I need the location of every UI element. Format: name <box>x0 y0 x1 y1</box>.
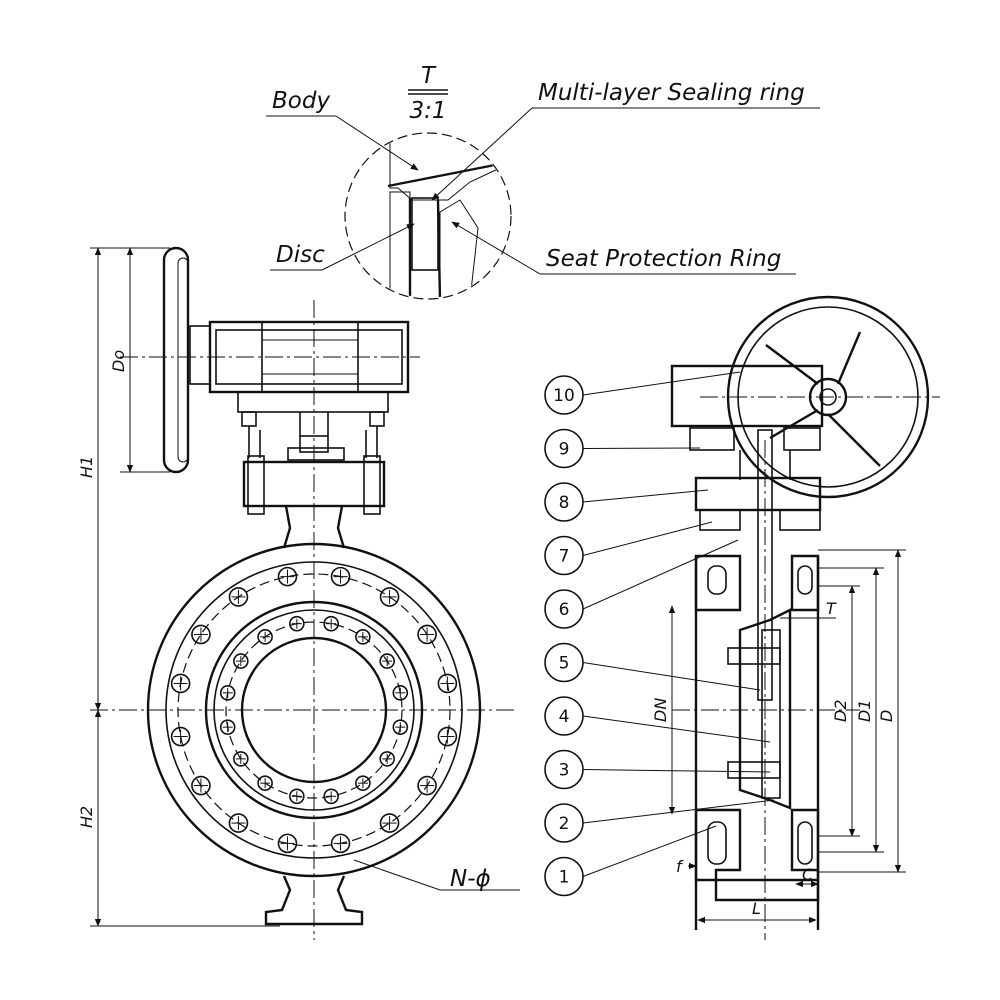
bolt-hole <box>277 566 298 587</box>
detail-title: T <box>421 63 437 89</box>
bolt-hole <box>233 751 249 767</box>
label-sealing-ring: Multi-layer Sealing ring <box>538 80 805 106</box>
bolt-hole <box>257 629 273 645</box>
dim-dn: DN <box>651 698 670 722</box>
bolt-hole <box>437 726 458 747</box>
dim-d1: D1 <box>855 700 874 723</box>
front-view: N-ϕ Do H1 H2 <box>77 246 520 940</box>
dim-c: C <box>802 865 814 884</box>
valve-body-outer <box>146 542 482 878</box>
part-number: 4 <box>559 707 570 727</box>
valve-bore <box>240 636 388 784</box>
valve-body-inner-flange <box>204 600 424 820</box>
bolt-hole <box>323 615 339 632</box>
part-number: 7 <box>559 547 570 567</box>
bolt-hole <box>219 685 236 701</box>
dim-f: f <box>676 857 684 876</box>
bolt-hole <box>233 653 249 669</box>
label-bolt-holes: N-ϕ <box>450 866 491 892</box>
disc-side <box>738 608 792 810</box>
bolt-hole <box>191 775 211 796</box>
part-number: 1 <box>559 868 570 888</box>
bolt-hole <box>379 751 395 767</box>
bolt-hole <box>379 587 400 607</box>
detail-scale: 3:1 <box>409 98 446 124</box>
bolt-hole <box>277 833 298 854</box>
part-number: 10 <box>553 386 575 406</box>
part-number: 3 <box>559 761 570 781</box>
bolt-hole <box>379 813 400 833</box>
bolt-hole <box>228 587 249 607</box>
handwheel-front <box>162 246 190 474</box>
bolt-hole <box>355 629 371 645</box>
bolt-hole <box>392 685 409 701</box>
bolt-hole <box>437 673 458 694</box>
dim-d2: D2 <box>831 700 850 723</box>
part-number: 8 <box>559 493 570 513</box>
bolt-hole <box>379 653 395 669</box>
bolt-hole <box>228 813 249 833</box>
side-view: T DN D2 D1 D L f C 10 9 8 7 6 5 4 3 2 1 <box>544 295 940 940</box>
bolt-hole <box>355 775 371 791</box>
bolt-hole <box>289 788 305 805</box>
part-number: 6 <box>559 600 570 620</box>
dim-h1: H1 <box>77 456 96 478</box>
part-number: 2 <box>559 814 570 834</box>
inner-bolt-holes <box>219 615 409 805</box>
dim-h2: H2 <box>77 806 96 828</box>
dim-d: D <box>877 710 896 722</box>
section-mark-t: T <box>826 599 837 618</box>
bolt-hole <box>330 566 351 587</box>
bolt-hole <box>417 775 437 796</box>
label-disc: Disc <box>276 242 325 268</box>
sealing-ring-section <box>411 197 439 271</box>
bolt-hole <box>170 673 191 694</box>
bolt-hole <box>289 615 305 632</box>
part-balloons: 10 9 8 7 6 5 4 3 2 1 <box>544 371 775 897</box>
bolt-hole <box>417 624 437 645</box>
part-number: 5 <box>559 654 570 674</box>
label-body: Body <box>272 88 330 114</box>
bolt-hole <box>323 788 339 805</box>
label-seat-protection-ring: Seat Protection Ring <box>546 246 781 272</box>
bolt-hole <box>219 719 236 735</box>
bolt-hole <box>330 833 351 854</box>
outer-bolt-holes <box>170 566 458 854</box>
bolt-hole <box>392 719 409 735</box>
bolt-hole <box>257 775 273 791</box>
gearbox-side <box>670 364 824 428</box>
part-number: 9 <box>559 440 570 460</box>
bolt-hole <box>191 624 211 645</box>
dim-do: Do <box>109 350 128 372</box>
body-section-top <box>694 554 742 612</box>
bolt-hole <box>170 726 191 747</box>
dim-l: L <box>752 899 761 918</box>
stem <box>757 429 773 701</box>
detail-circle <box>344 132 512 300</box>
detail-view-t: T 3:1 Body Multi-layer Sealing ring Disc… <box>266 63 820 300</box>
